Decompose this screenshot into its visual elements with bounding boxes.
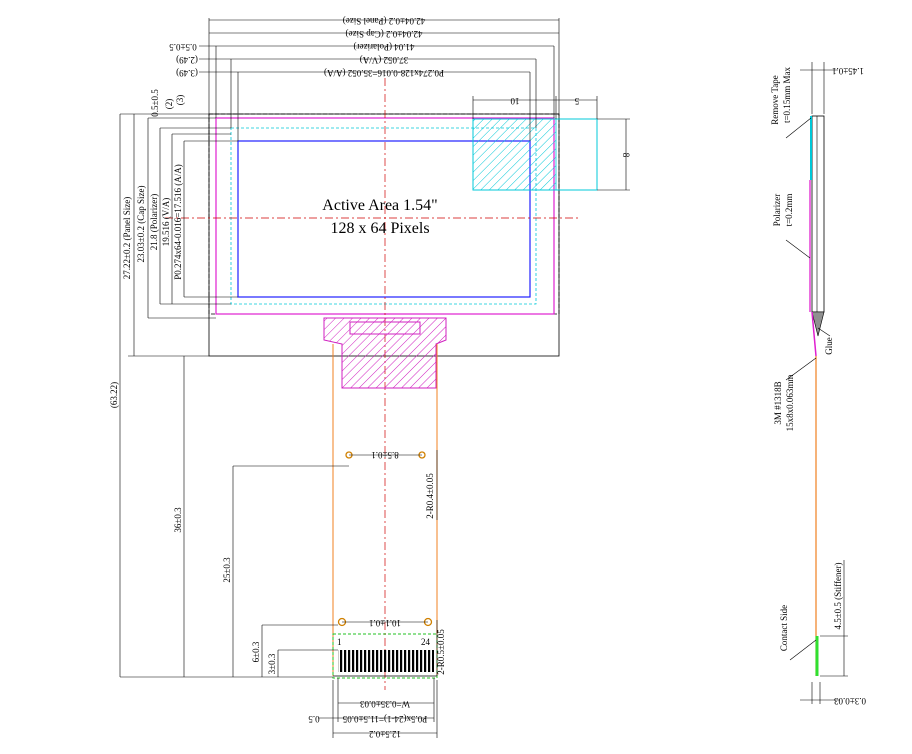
dim-left-249: (2.49) bbox=[176, 55, 198, 65]
left-dimensions bbox=[119, 113, 349, 678]
side-glue bbox=[811, 311, 825, 337]
top-dimensions bbox=[199, 18, 630, 191]
side-remove-tape: Remove Tape bbox=[770, 75, 780, 124]
dim-hole-gap-top: 8.5±0.1 bbox=[371, 450, 398, 460]
dim-left-36: 36±0.3 bbox=[173, 507, 183, 533]
dim-left-3: 3±0.3 bbox=[267, 653, 277, 674]
contact-pins bbox=[338, 650, 434, 672]
dim-polarizer: 41.04 (Polarizer) bbox=[354, 42, 415, 52]
dim-hole-bottom-r: 2-R0.5±0.05 bbox=[436, 629, 446, 675]
dim-va: 37.052 (V/A) bbox=[360, 55, 409, 65]
dim-fpc-width: 12.5±0.2 bbox=[369, 729, 401, 739]
side-polarizer: Polarizer bbox=[772, 194, 782, 226]
side-bottom-dim: 0.3±0.03 bbox=[834, 696, 866, 706]
hatched-box bbox=[472, 118, 598, 191]
dim-aa: P0.274x128-0.016=35.052 (A/A) bbox=[324, 68, 444, 78]
dim-left-d3: (3) bbox=[175, 95, 185, 106]
dim-left-polarizer: 21.8 (Polarizer) bbox=[149, 194, 159, 250]
hatched-area bbox=[472, 118, 557, 191]
dim-hole-top-r: 2-R0.4±0.05 bbox=[425, 473, 435, 519]
dim-right-8: 8 bbox=[621, 153, 631, 158]
side-glue-label: Glue bbox=[824, 337, 834, 355]
side-panel bbox=[811, 115, 825, 313]
side-polarizer-t: t=0.2mm bbox=[784, 194, 794, 227]
pin-last-label: 24 bbox=[421, 637, 431, 647]
front-view: Active Area 1.54" 128 x 64 Pixels 1 24 bbox=[109, 16, 631, 739]
dim-pin-w: W=0.35±0.03 bbox=[359, 699, 410, 709]
dim-left-6: 6±0.3 bbox=[251, 641, 261, 662]
dim-pin-pitch: P0.5x(24-1)=11.5±0.05 bbox=[342, 714, 427, 724]
fpc-dimensions bbox=[318, 450, 438, 738]
dim-left-panel: 27.22±0.2 (Panel Size) bbox=[122, 197, 132, 279]
pixels-title: 128 x 64 Pixels bbox=[330, 220, 429, 237]
dim-fpc-05: 0.5 bbox=[308, 714, 320, 724]
va-outline bbox=[230, 127, 537, 305]
dim-left-cap: 23.03±0.2 (Cap Size) bbox=[136, 186, 146, 263]
pin-first-label: 1 bbox=[337, 637, 342, 647]
side-view: 1.45±0.1 Remove Tape t=0.15mm Max Polari… bbox=[770, 62, 866, 706]
dim-right-10: 10 bbox=[510, 96, 520, 106]
dim-left-349: (3.49) bbox=[176, 68, 198, 78]
dim-panel-size: 42.04±0.2 (Panel Size) bbox=[343, 16, 425, 26]
dim-left-aa: P0.274x64-0.016=17.516 (A/A) bbox=[173, 164, 183, 280]
dim-left-total: (63.22) bbox=[109, 382, 119, 408]
dim-left-d05: 0.5±0.5 bbox=[150, 89, 160, 117]
dim-hole-gap-bottom: 10.1±0.1 bbox=[369, 618, 401, 628]
side-bond-line bbox=[811, 311, 817, 357]
aa-outline bbox=[237, 140, 531, 298]
side-contact-label: Contact Side bbox=[779, 605, 789, 651]
side-tape-size: 15x8x0.063mm bbox=[785, 375, 795, 432]
dim-right-5: 5 bbox=[574, 96, 579, 106]
fpc-bond-inner bbox=[349, 321, 421, 335]
fpc-bond bbox=[323, 317, 447, 389]
side-remove-tape-t: t=0.15mm Max bbox=[782, 66, 792, 123]
dim-left-va: 19.516 (V/A) bbox=[161, 198, 171, 247]
side-tape-label: 3M #1318B bbox=[773, 381, 783, 424]
side-stiffener-label: 4.5±0.5 (Stiffener) bbox=[833, 562, 843, 629]
dim-cap-size: 42.04±0.2 (Cap Size) bbox=[346, 29, 423, 39]
dim-left-25: 25±0.3 bbox=[222, 557, 232, 583]
active-area-title: Active Area 1.54" bbox=[322, 197, 437, 214]
dim-left-05: 0.5±0.5 bbox=[169, 42, 197, 52]
side-top-dim: 1.45±0.1 bbox=[832, 66, 864, 76]
dim-left-d2: (2) bbox=[164, 99, 174, 110]
